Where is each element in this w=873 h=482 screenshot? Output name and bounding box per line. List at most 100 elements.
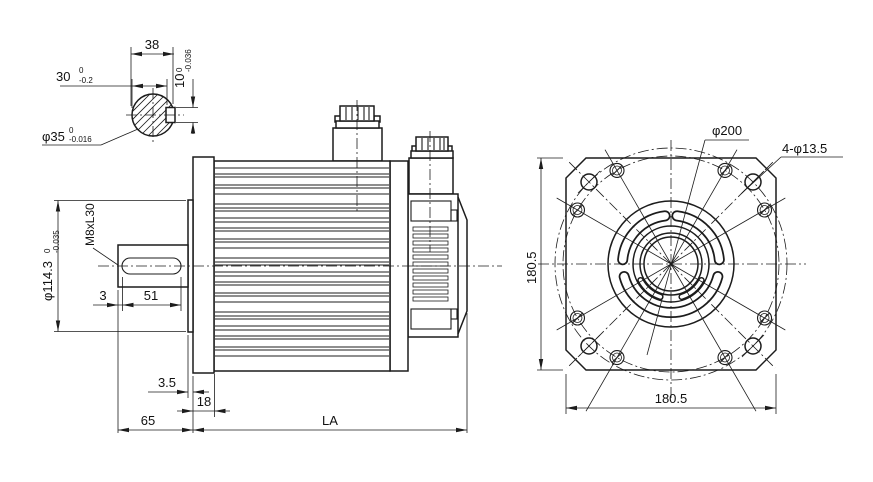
vent-slot <box>412 268 449 274</box>
mounting-hole <box>580 173 598 191</box>
arrowhead <box>132 83 143 89</box>
rear-housing <box>407 193 468 338</box>
rear-housing-chamfer <box>457 196 468 335</box>
hole-diagonal <box>577 170 601 194</box>
mounting-hole <box>744 173 762 191</box>
connector-flange <box>335 120 380 129</box>
shaft-section-detail: 38 30 0 -0.2 10 0 -0.036 φ35 0 -0.016 <box>42 37 198 146</box>
cooling-fins <box>215 167 389 357</box>
dimension-arrowheads <box>55 51 776 433</box>
dim-body-length: LA <box>322 413 338 428</box>
arrowhead <box>156 83 167 89</box>
screw-hole <box>609 162 625 179</box>
arrowhead <box>55 200 61 212</box>
hole-diagonal <box>577 334 601 358</box>
dim-30-tol-upper: 0 <box>79 66 84 75</box>
arrowhead <box>538 158 544 169</box>
screw-hole <box>717 162 733 179</box>
spigot-tol-upper: 0 <box>43 248 52 253</box>
screw-hole <box>569 310 586 326</box>
vent-grille <box>412 226 449 302</box>
front-flange-outline <box>565 157 777 371</box>
dim-key-length: 51 <box>144 288 158 303</box>
screw-hole <box>717 349 733 366</box>
hole-ray <box>670 263 786 331</box>
dim-spigot-depth: 3.5 <box>158 375 176 390</box>
bolt-circle-leader <box>646 139 706 356</box>
vent-slot <box>412 226 449 232</box>
shaft-diameter-label: φ35 <box>42 129 65 144</box>
shaft-dia-tol-upper: 0 <box>69 126 74 135</box>
arrowhead <box>107 302 118 308</box>
tap-hole-leader <box>92 247 119 266</box>
diagonal-centerline <box>566 159 672 265</box>
shaft-dia-leader <box>100 128 139 146</box>
hole-diagonal <box>741 334 765 358</box>
encoder-connector <box>408 136 454 195</box>
rear-housing-box <box>407 193 459 338</box>
mounting-holes-label: 4-φ13.5 <box>782 141 827 156</box>
cover-screw-holes <box>556 149 786 412</box>
arrowhead <box>765 405 776 411</box>
spigot-tol-lower: -0.035 <box>52 230 61 253</box>
tap-hole-label: M8xL30 <box>83 203 97 246</box>
vent-slot <box>412 296 449 302</box>
arrowhead <box>456 427 467 433</box>
arrowhead <box>122 302 134 308</box>
dim-38-label: 38 <box>145 37 159 52</box>
screw-slot <box>719 165 731 176</box>
screw-hole <box>756 202 773 218</box>
hatch-line <box>132 94 158 136</box>
arrowhead <box>214 408 226 414</box>
arrowhead <box>190 122 196 134</box>
vent-slot <box>412 233 449 239</box>
screw-slot <box>611 352 623 363</box>
arrowhead <box>163 51 174 57</box>
connector-flange <box>410 150 454 159</box>
arrowhead <box>182 427 193 433</box>
dim-10-tol-lower: -0.036 <box>184 49 193 72</box>
dim-10-label: 10 <box>172 74 187 88</box>
hole-ray <box>556 197 672 265</box>
connector-base <box>332 127 383 162</box>
screw-slot <box>572 204 583 216</box>
hole-ray <box>585 263 672 412</box>
motor-front-view: φ200 4-φ13.5 180.5 180.5 <box>524 123 843 414</box>
hole-ray <box>604 149 672 265</box>
bolt-circle-label: φ200 <box>712 123 742 138</box>
screw-hole <box>756 310 773 326</box>
arrowhead <box>538 359 544 370</box>
vent-slot <box>412 240 449 246</box>
vent-slot <box>412 275 449 281</box>
hole-ray <box>670 263 757 412</box>
screw-slot <box>719 352 731 363</box>
dim-30-label: 30 <box>56 69 70 84</box>
connector-cap <box>415 136 449 152</box>
spigot-diameter-label: φ114.3 <box>40 261 55 301</box>
screw-hole <box>609 349 625 366</box>
screw-slot <box>572 312 583 324</box>
dim-flange-width: 180.5 <box>655 391 688 406</box>
dim-shaft-length: 65 <box>141 413 155 428</box>
arrowhead <box>190 96 196 108</box>
mounting-holes-leader <box>740 156 782 195</box>
arrowhead <box>118 427 129 433</box>
arrowhead <box>182 408 193 414</box>
arrowhead <box>131 51 142 57</box>
mounting-flange <box>192 156 215 374</box>
dim-flange-height: 180.5 <box>524 251 539 284</box>
arrowhead <box>170 302 181 308</box>
dim-30-tol-lower: -0.2 <box>79 76 93 85</box>
screw-hole <box>569 202 586 218</box>
arrowhead <box>177 389 188 395</box>
connector-base <box>408 157 454 195</box>
screw-slot <box>759 204 770 216</box>
motor-side-view: M8xL30 φ114.3 0 -0.035 3 51 3.5 18 65 <box>40 100 502 433</box>
mounting-hole <box>744 337 762 355</box>
arrowhead <box>193 389 204 395</box>
power-connector <box>332 105 383 162</box>
arrowhead <box>566 405 577 411</box>
vent-slot <box>412 289 449 295</box>
